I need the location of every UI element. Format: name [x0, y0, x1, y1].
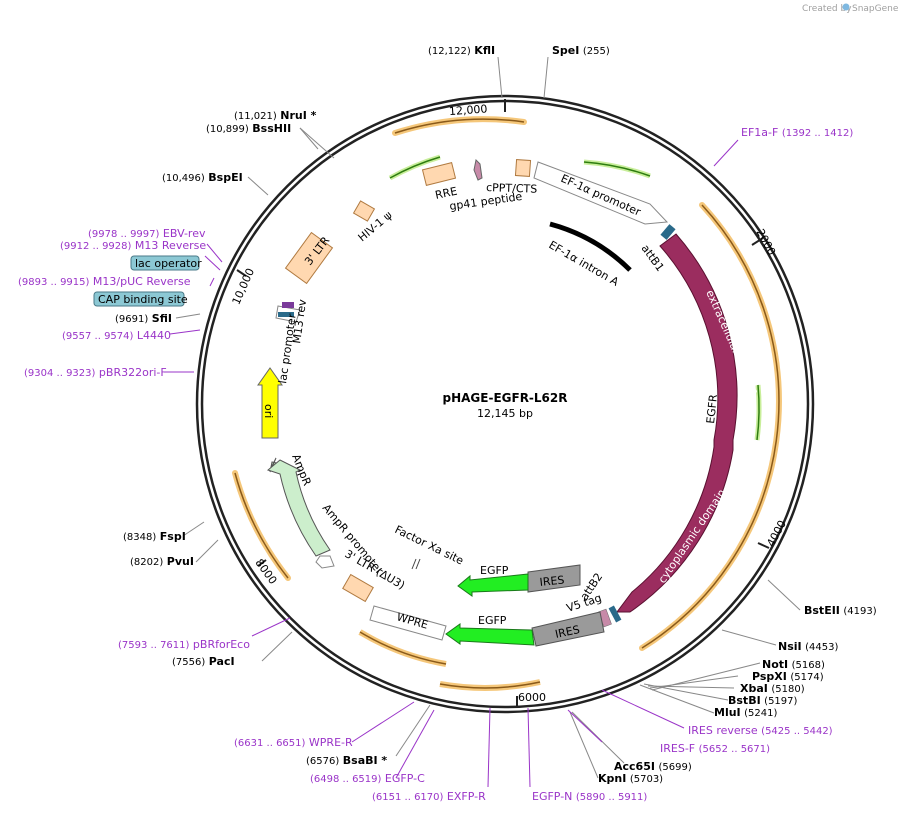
egfr-label: EGFR	[704, 393, 720, 424]
svg-text:12,000: 12,000	[449, 102, 488, 118]
site-bsteii[interactable]: BstEII (4193)	[804, 604, 877, 617]
tick-2000: 2000	[751, 227, 778, 258]
primer-egfp-c[interactable]: (6498 .. 6519) EGFP-C	[310, 772, 425, 785]
hiv1-psi-feature[interactable]	[352, 200, 376, 222]
plasmid-size: 12,145 bp	[477, 407, 533, 420]
site-spei[interactable]: SpeI (255)	[552, 44, 610, 57]
rre-feature[interactable]	[421, 162, 457, 186]
watermark-brand: SnapGene	[852, 4, 899, 14]
attb1-feature[interactable]	[660, 224, 676, 240]
primer-ebv-rev[interactable]: (9978 .. 9997) EBV-rev	[88, 227, 206, 240]
ltr3-du3-feature[interactable]	[342, 573, 374, 603]
site-bstbi[interactable]: BstBI (5197)	[728, 694, 798, 707]
cap-binding-site-box[interactable]	[93, 291, 185, 307]
egfp-label-1: EGFP	[480, 564, 509, 577]
site-xbai[interactable]: XbaI (5180)	[740, 682, 805, 695]
primer-l4440[interactable]: (9557 .. 9574) L4440	[62, 329, 171, 342]
ef1a-intron-feature[interactable]	[549, 221, 632, 272]
site-pvui[interactable]: (8202) PvuI	[130, 555, 194, 568]
site-fspi[interactable]: (8348) FspI	[123, 530, 186, 543]
ef1a-intron-label: EF-1α intron A	[547, 238, 622, 289]
primer-ires-f[interactable]: IRES-F (5652 .. 5671)	[660, 742, 770, 755]
site-paci[interactable]: (7556) PacI	[172, 655, 235, 668]
primer-exfp-r[interactable]: (6151 .. 6170) EXFP-R	[372, 790, 486, 803]
tick-10000: 10,000	[230, 266, 258, 306]
egfp-feature-1[interactable]	[457, 573, 529, 597]
site-sfii[interactable]: (9691) SfiI	[115, 312, 172, 325]
cppt-cts-feature[interactable]	[514, 158, 532, 178]
cppt-cts-label: cPPT/CTS	[486, 181, 538, 196]
cytoplasmic-domain-label: cytoplasmic domain	[656, 487, 729, 586]
ori-label: ori	[262, 404, 275, 418]
plasmid-name: pHAGE-EGFR-L62R	[443, 391, 568, 405]
m13-rev-feature[interactable]	[282, 302, 294, 308]
green-orf-arrows	[388, 154, 762, 441]
site-noti[interactable]: NotI (5168)	[762, 658, 825, 671]
gp41-peptide-feature[interactable]	[473, 158, 483, 181]
primer-labels: EF1a-F (1392 .. 1412) (9978 .. 9997) EBV-…	[18, 126, 853, 803]
watermark-created-by: Created by	[802, 4, 852, 14]
primer-m13-puc-reverse[interactable]: (9893 .. 9915) M13/pUC Reverse	[18, 275, 191, 288]
site-acc65i[interactable]: Acc65I (5699)	[614, 760, 692, 773]
ltr3-feature[interactable]	[284, 231, 334, 285]
egfp-label-2: EGFP	[478, 614, 507, 627]
ires-label-1: IRES	[539, 573, 565, 589]
lac-operator-box[interactable]	[130, 255, 200, 271]
factor-xa-label: Factor Xa site	[393, 523, 466, 568]
ori-feature[interactable]	[257, 367, 283, 439]
ires-feature-2[interactable]	[531, 611, 605, 647]
primer-egfp-n[interactable]: EGFP-N (5890 .. 5911)	[532, 790, 647, 803]
factor-xa-feature[interactable]	[411, 558, 417, 570]
site-bspei[interactable]: (10,496) BspEI	[162, 171, 243, 184]
ef1a-promoter-feature[interactable]	[533, 161, 669, 225]
site-bsshii[interactable]: (10,899) BssHII	[206, 122, 291, 135]
primer-leaders	[164, 139, 739, 788]
site-bsabi[interactable]: (6576) BsaBI *	[306, 754, 387, 767]
egfr-feature[interactable]	[616, 233, 738, 613]
primer-ef1a-f[interactable]: EF1a-F (1392 .. 1412)	[741, 126, 853, 139]
primer-ires-reverse[interactable]: IRES reverse (5425 .. 5442)	[688, 724, 833, 737]
ampr-promoter-feature[interactable]	[315, 555, 335, 569]
svg-text:10,000: 10,000	[230, 266, 258, 306]
attb2-feature[interactable]	[608, 605, 622, 623]
wpre-feature[interactable]	[369, 605, 447, 641]
tick-12000: 12,000	[449, 99, 506, 118]
primer-wpre-r[interactable]: (6631 .. 6651) WPRE-R	[234, 736, 353, 749]
orf-arcs	[232, 116, 782, 691]
cap-binding-site-label: CAP binding site	[98, 293, 188, 306]
ires-label-2: IRES	[554, 623, 581, 641]
tick-6000: 6000	[516, 691, 546, 707]
egfp-feature-2[interactable]	[445, 623, 535, 646]
snapgene-logo-icon	[842, 3, 850, 11]
m13-rev-label: M13 rev	[290, 298, 309, 344]
lac-operator-label: lac operator	[135, 257, 202, 270]
primer-pbr322ori-f[interactable]: (9304 .. 9323) pBR322ori-F	[24, 366, 167, 379]
primer-m13-reverse[interactable]: (9912 .. 9928) M13 Reverse	[60, 239, 206, 252]
site-nrui[interactable]: (11,021) NruI *	[234, 109, 317, 122]
site-pspxi[interactable]: PspXI (5174)	[752, 670, 824, 683]
svg-text:6000: 6000	[518, 691, 546, 704]
backbone-outer	[195, 94, 815, 714]
ampr-feature[interactable]	[266, 459, 331, 557]
site-nsii[interactable]: NsiI (4453)	[778, 640, 838, 653]
site-kpni[interactable]: KpnI (5703)	[598, 772, 663, 785]
primer-pbrforeco[interactable]: (7593 .. 7611) pBRforEco	[118, 638, 250, 651]
enzyme-leaders	[175, 56, 801, 779]
rre-label: RRE	[434, 185, 459, 202]
ef1a-promoter-label: EF-1α promoter	[559, 172, 643, 219]
site-kfli[interactable]: (12,122) KflI	[428, 44, 495, 57]
site-mlui[interactable]: MluI (5241)	[714, 706, 777, 719]
